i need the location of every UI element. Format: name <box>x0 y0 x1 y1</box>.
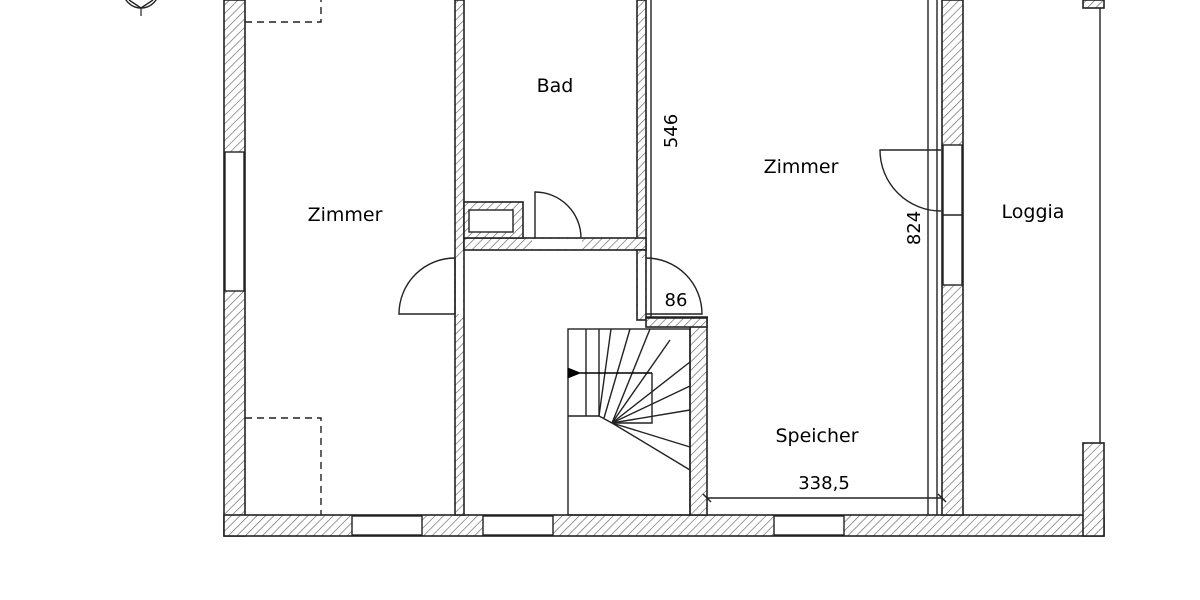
wall-bad-east <box>636 0 647 251</box>
dimension-86: 86 <box>665 290 688 311</box>
room-label-loggia: Loggia <box>1002 201 1065 223</box>
room-label-speicher: Speicher <box>775 425 858 447</box>
wall-loggia-north-east <box>1082 0 1105 9</box>
room-label-bad: Bad <box>537 75 574 97</box>
wall-loggia-south-east <box>1082 442 1105 537</box>
dimension-546: 546 <box>661 114 682 148</box>
room-label-zimmer-left: Zimmer <box>308 204 383 226</box>
room-label-zimmer-right: Zimmer <box>764 156 839 178</box>
dimension-824: 824 <box>904 211 925 245</box>
compass-icon <box>125 0 157 16</box>
wall-stair-east <box>689 317 708 516</box>
wall-stair-north <box>645 317 708 328</box>
staircase <box>567 328 691 516</box>
dimension-338-5: 338,5 <box>798 473 850 494</box>
wall-interior-1 <box>454 0 465 516</box>
